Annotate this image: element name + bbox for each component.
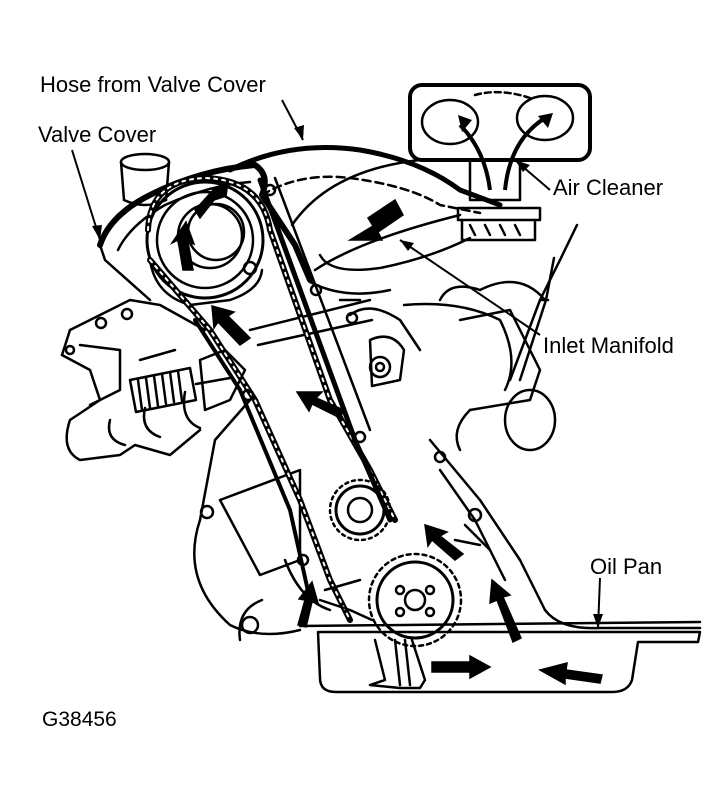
exhaust-manifold bbox=[60, 298, 207, 462]
oil-pan bbox=[298, 608, 702, 694]
figure-id: G38456 bbox=[42, 708, 117, 731]
arrow-pan-left bbox=[431, 654, 492, 680]
intermediate-sprocket bbox=[328, 478, 392, 542]
dipstick-tube bbox=[508, 223, 579, 382]
air-cleaner bbox=[408, 83, 592, 242]
leader-valve-cover bbox=[71, 149, 101, 241]
arrow-right-up bbox=[489, 578, 522, 644]
flow-arrows bbox=[169, 180, 603, 686]
arrow-pan-right bbox=[538, 661, 603, 686]
arrow-center bbox=[295, 391, 346, 420]
arrow-cam-left bbox=[169, 220, 196, 271]
leader-hose-head bbox=[294, 125, 304, 140]
leader-air-head bbox=[515, 160, 530, 172]
arrow-air-right bbox=[538, 113, 553, 128]
leader-oil-head bbox=[593, 614, 603, 628]
label-valve-cover: Valve Cover bbox=[38, 122, 157, 147]
arrow-crank bbox=[424, 523, 465, 561]
arrow-air-left bbox=[458, 115, 472, 132]
inlet-manifold bbox=[290, 158, 557, 452]
label-air-cleaner: Air Cleaner bbox=[553, 175, 664, 200]
leader-inlet bbox=[399, 239, 541, 336]
block-right-edge bbox=[428, 438, 547, 612]
oil-pickup bbox=[368, 638, 427, 690]
arrow-oil-bottom bbox=[297, 580, 320, 628]
air-cleaner-arrows bbox=[458, 116, 547, 191]
label-oil-pan: Oil Pan bbox=[590, 554, 663, 579]
arrow-chain-mid bbox=[211, 304, 252, 346]
label-inlet-manifold: Inlet Manifold bbox=[543, 333, 674, 358]
arrow-hose bbox=[347, 198, 404, 241]
label-hose-from-valve-cover: Hose from Valve Cover bbox=[40, 72, 266, 97]
arrow-cam-top bbox=[194, 180, 229, 220]
leader-valve-head bbox=[92, 225, 102, 240]
leader-inlet-head bbox=[400, 240, 414, 251]
